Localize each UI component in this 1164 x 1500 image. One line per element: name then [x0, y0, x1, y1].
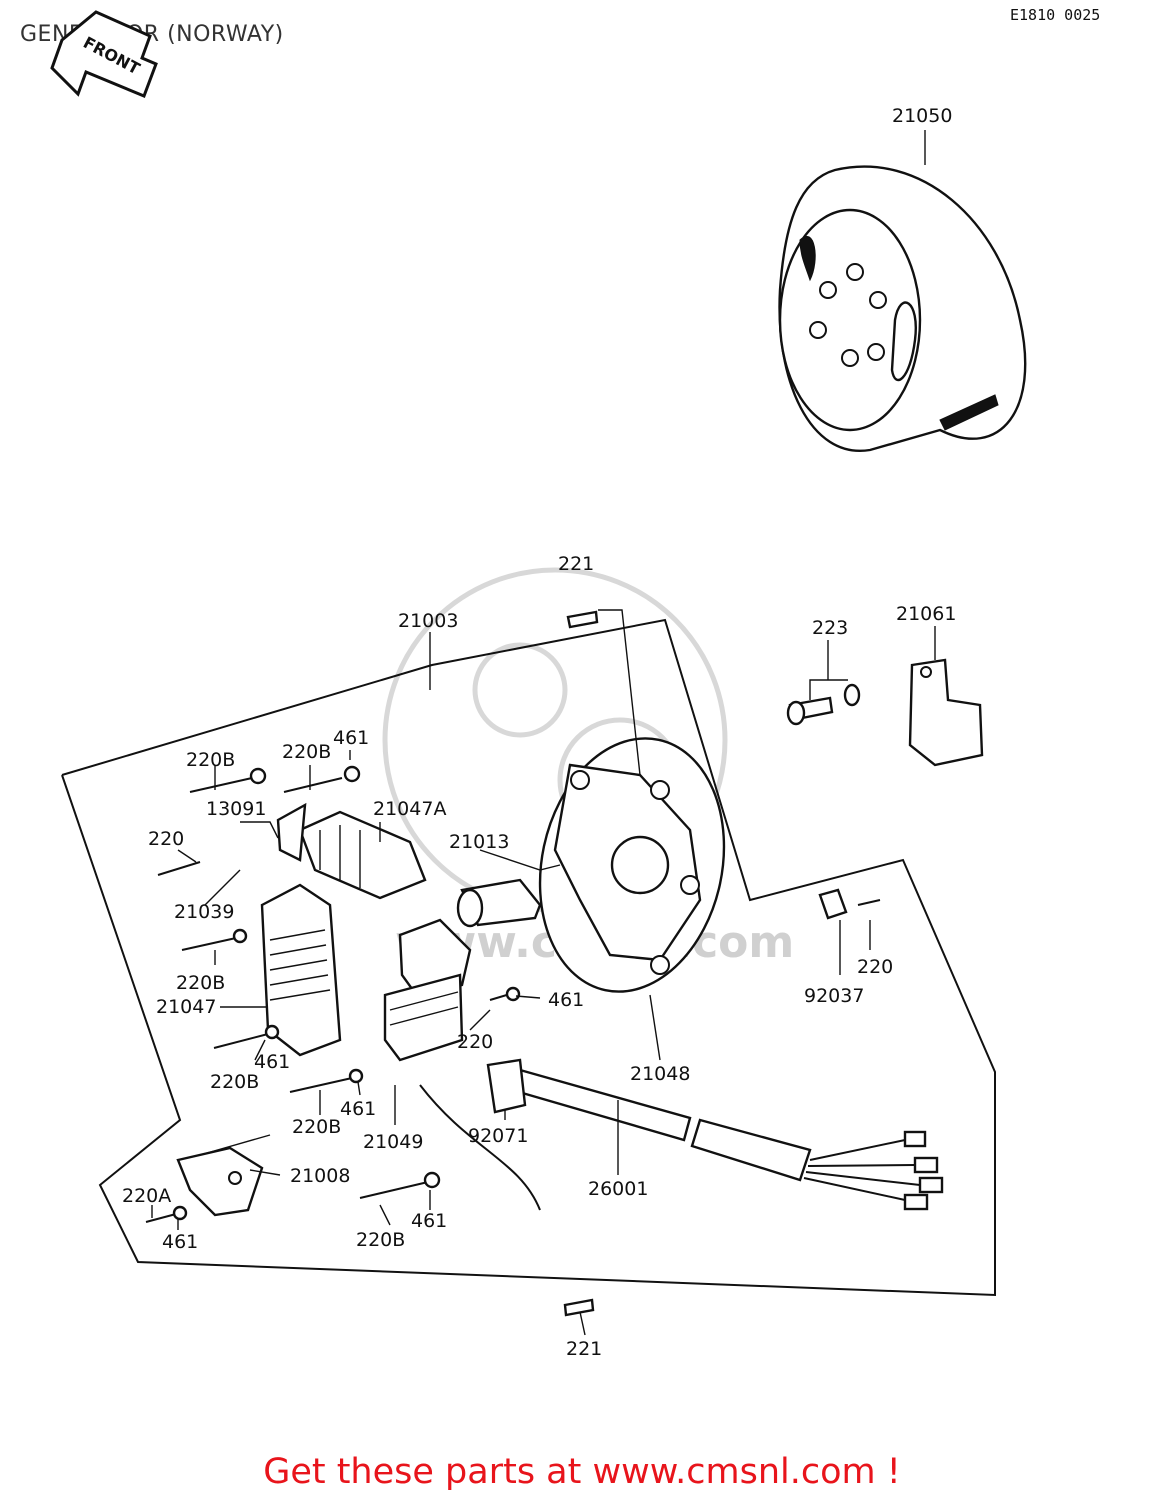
callout-220: 220: [148, 828, 184, 850]
callout-220b: 220B: [292, 1116, 341, 1138]
wiring-harness: [419, 1058, 944, 1211]
callout-21061: 21061: [896, 603, 956, 625]
callout-21049: 21049: [363, 1131, 423, 1153]
callout-92071: 92071: [468, 1125, 528, 1147]
callout-461: 461: [340, 1098, 376, 1120]
callout-461: 461: [162, 1231, 198, 1253]
callout-13091: 13091: [206, 798, 266, 820]
callout-21008: 21008: [290, 1165, 350, 1187]
callout-220b: 220B: [282, 741, 331, 763]
callout-220b: 220B: [356, 1229, 405, 1251]
callout-220b: 220B: [176, 972, 225, 994]
callout-461: 461: [333, 727, 369, 749]
callout-220b: 220B: [210, 1071, 259, 1093]
callout-21039: 21039: [174, 901, 234, 923]
coil-21047a: [276, 802, 427, 900]
callout-220: 220: [457, 1031, 493, 1053]
buy-parts-link[interactable]: Get these parts at www.cmsnl.com !: [263, 1452, 901, 1492]
callout-21003: 21003: [398, 610, 458, 632]
callout-21050: 21050: [892, 105, 952, 127]
regulator-21061: [908, 658, 984, 767]
callout-220b: 220B: [186, 749, 235, 771]
callout-461: 461: [411, 1210, 447, 1232]
callout-223: 223: [812, 617, 848, 639]
callout-21047a: 21047A: [373, 798, 446, 820]
callout-220a: 220A: [122, 1185, 171, 1207]
callout-21047: 21047: [156, 996, 216, 1018]
callout-221-bottom: 221: [566, 1338, 602, 1360]
flywheel-rotor: [778, 165, 1027, 453]
leader-lines: [151, 130, 936, 1336]
callout-labels: 21050 221 21003 223 21061 220B 220B 461 …: [122, 105, 956, 1360]
assembly-outline: [61, 618, 996, 1297]
coil-21049: [383, 918, 472, 1062]
callout-21048: 21048: [630, 1063, 690, 1085]
callout-92037: 92037: [804, 985, 864, 1007]
diagram-code: E1810 0025: [1010, 6, 1101, 24]
callout-461: 461: [254, 1051, 290, 1073]
front-arrow: FRONT: [50, 10, 158, 98]
bolt-223: [786, 683, 861, 726]
contact-breaker: [176, 1146, 264, 1217]
pulser-21013: [456, 878, 542, 928]
callout-461: 461: [548, 989, 584, 1011]
fasteners: [145, 610, 881, 1317]
callout-221-top: 221: [558, 553, 594, 575]
stator-plate: [538, 737, 726, 993]
callout-26001: 26001: [588, 1178, 648, 1200]
callout-220: 220: [857, 956, 893, 978]
callout-21013: 21013: [449, 831, 509, 853]
